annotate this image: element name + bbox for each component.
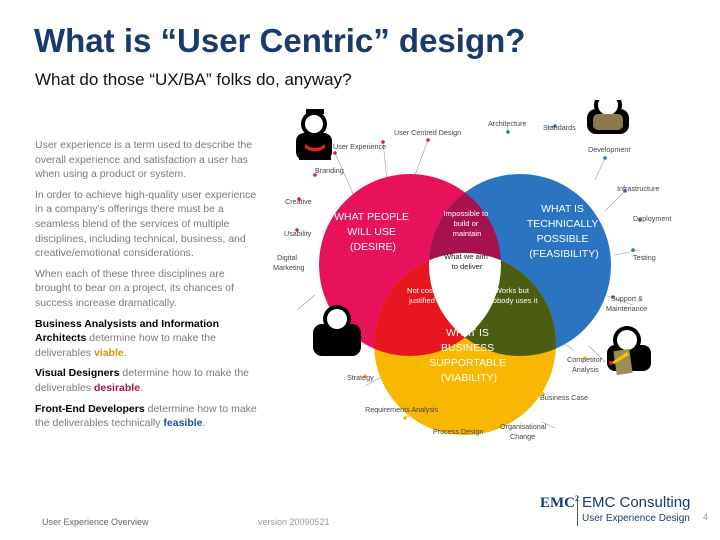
ba-period: . [123,346,127,359]
fe-highlight: feasible [163,417,203,430]
ba-highlight: viable [93,346,124,359]
fe-role: Front-End Developers [35,402,145,415]
vd-text: determine how to make the deliverables [35,367,250,394]
spoke-development: Development [588,145,630,154]
front-end-developer-icon [587,100,629,134]
ba-role: Business Analysists and Information Arch… [35,317,219,345]
logo-department: User Experience Design [582,513,690,524]
paragraph-front-end: Front-End Developers determine how to ma… [35,402,257,431]
spoke-testing: Testing [633,253,656,262]
desire-feasibility-text: Impossible to build or maintain [444,209,491,238]
desire-label: WHAT PEOPLE WILL USE (DESIRE) [334,211,412,253]
vd-role: Visual Designers [35,367,120,380]
spoke-standards: Standards [543,123,576,132]
spoke-dots-pink [295,138,430,232]
vd-highlight: desirable [93,381,141,394]
body-text: User experience is a term used to descri… [35,138,257,437]
business-analyst-icon [313,305,361,356]
spoke-architecture: Architecture [488,119,526,128]
footer-title: User Experience Overview [42,517,149,527]
logo-divider [577,496,578,526]
spoke-support-maintenance: Support & Maintenance [606,294,647,313]
paragraph-disciplines: In order to achieve high-quality user ex… [35,188,257,260]
ba-text: determine how to make the deliverables [35,332,216,359]
emc-logo-mark: EMC2 [540,494,579,511]
spoke-competitor-analysis: Competitor Analysis [567,355,604,374]
spoke-branding: Branding [315,166,344,175]
spoke-digital-marketing: Digital Marketing [273,253,305,272]
feasibility-viability-text: Works but nobody uses it [489,286,539,305]
feasibility-label: WHAT IS TECHNICALLY POSSIBLE (FEASIBILIT… [527,203,601,260]
spoke-requirements-analysis: Requirements Analysis [365,405,439,414]
spoke-business-case: Business Case [540,393,588,402]
page-number: 4 [703,512,709,522]
spoke-user-centred-design: User Centred Design [394,128,461,137]
spoke-usability: Usability [284,229,312,238]
fe-period: . [202,417,206,430]
spoke-organisational-change: Organisational Change [500,422,548,441]
spoke-deployment: Deployment [633,214,671,223]
paragraph-business-analysts: Business Analysists and Information Arch… [35,317,257,361]
fe-text: determine how to make the deliverables t… [35,402,257,430]
paragraph-visual-designers: Visual Designers determine how to make t… [35,366,257,395]
spoke-user-experience: User Experience [333,142,386,151]
footer-version: version 20090521 [258,517,330,527]
logo-company-name: EMC Consulting [582,494,691,511]
slide-subtitle: What do those “UX/BA” folks do, anyway? [35,70,352,89]
vd-period: . [140,381,143,394]
viability-label: WHAT IS BUSINESS SUPPORTABLE (VIABILITY) [429,327,509,384]
slide-title: What is “User Centric” design? [34,22,526,59]
developer-icon [607,326,651,375]
spoke-creative: Creative [285,197,312,206]
paragraph-success: When each of these three disciplines are… [35,267,235,309]
paragraph-ux-definition: User experience is a term used to descri… [35,139,253,181]
visual-designer-icon [296,109,332,160]
spoke-process-design: Process Design [433,427,483,436]
desire-viability-text: Not cost justified [407,286,437,305]
venn-diagram: WHAT PEOPLE WILL USE (DESIRE) WHAT IS TE… [273,100,671,441]
center-text: What we aim to deliver [444,252,490,271]
spoke-dots-blue [506,124,642,299]
spoke-strategy: Strategy [347,373,374,382]
spoke-infrastructure: Infrastructure [617,184,659,193]
